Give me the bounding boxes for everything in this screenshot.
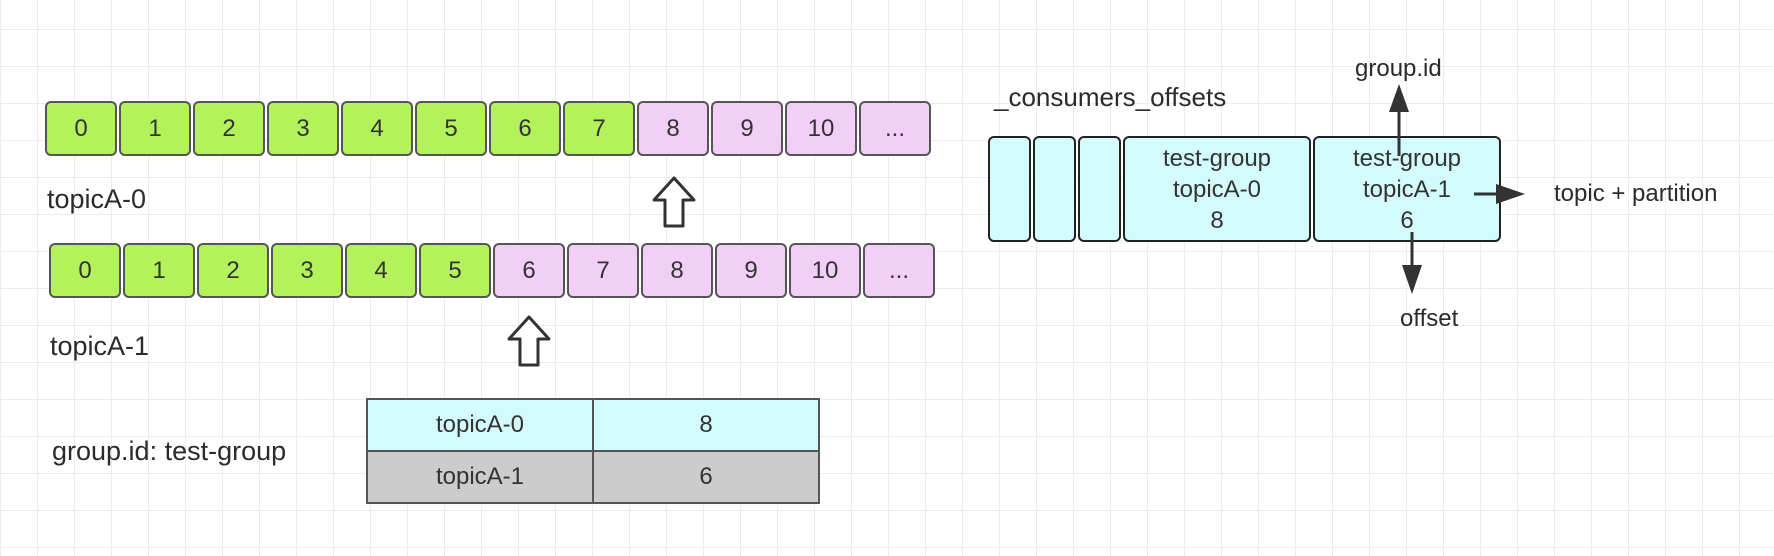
entry-offset: 8 bbox=[1210, 206, 1224, 234]
message-cell: 0 bbox=[49, 243, 121, 298]
offsets-entry: test-group topicA-1 6 bbox=[1313, 136, 1501, 242]
consumer-position-arrow-icon bbox=[507, 315, 551, 367]
table-cell-offset: 8 bbox=[592, 398, 820, 452]
message-cell: 4 bbox=[345, 243, 417, 298]
message-cell: 2 bbox=[197, 243, 269, 298]
table-cell-offset: 6 bbox=[592, 450, 820, 504]
consumers-offsets-title: _consumers_offsets bbox=[994, 82, 1227, 112]
table-cell-partition: topicA-1 bbox=[366, 450, 594, 504]
partition-row-topicA-0: 0 1 2 3 4 5 6 7 8 9 10 ... bbox=[45, 101, 931, 156]
entry-partition: topicA-0 bbox=[1172, 175, 1262, 203]
entry-partition: topicA-1 bbox=[1362, 175, 1452, 203]
group-id-annotation: group.id bbox=[1355, 55, 1442, 82]
message-cell: 3 bbox=[267, 101, 339, 156]
partition-label-topicA-1: topicA-1 bbox=[50, 331, 150, 361]
message-cell: 1 bbox=[123, 243, 195, 298]
message-cell: 9 bbox=[715, 243, 787, 298]
offsets-slot-empty bbox=[1033, 136, 1076, 242]
entry-group: test-group bbox=[1352, 144, 1462, 172]
message-cell: 1 bbox=[119, 101, 191, 156]
message-cell: ... bbox=[859, 101, 931, 156]
offsets-slot-empty bbox=[1078, 136, 1121, 242]
entry-group: test-group bbox=[1162, 144, 1272, 172]
message-cell: 6 bbox=[493, 243, 565, 298]
entry-offset: 6 bbox=[1400, 206, 1414, 234]
offsets-entry: test-group topicA-0 8 bbox=[1123, 136, 1311, 242]
message-cell: 7 bbox=[567, 243, 639, 298]
arrow-up-icon bbox=[1389, 84, 1409, 112]
message-cell: 5 bbox=[419, 243, 491, 298]
offsets-slot-empty bbox=[988, 136, 1031, 242]
partition-label-topicA-0: topicA-0 bbox=[47, 184, 147, 214]
message-cell: 8 bbox=[641, 243, 713, 298]
topic-partition-annotation: topic + partition bbox=[1554, 180, 1718, 207]
message-cell: 10 bbox=[789, 243, 861, 298]
message-cell: 3 bbox=[271, 243, 343, 298]
message-cell: 4 bbox=[341, 101, 413, 156]
offset-annotation: offset bbox=[1400, 305, 1459, 332]
table-row: topicA-0 8 bbox=[366, 398, 820, 452]
message-cell: 8 bbox=[637, 101, 709, 156]
consumers-offsets-log: test-group topicA-0 8 test-group topicA-… bbox=[988, 136, 1501, 242]
message-cell: 5 bbox=[415, 101, 487, 156]
message-cell: 9 bbox=[711, 101, 783, 156]
message-cell: 6 bbox=[489, 101, 561, 156]
message-cell: 0 bbox=[45, 101, 117, 156]
arrow-down-icon bbox=[1402, 265, 1422, 294]
message-cell: 7 bbox=[563, 101, 635, 156]
arrow-right-icon bbox=[1496, 184, 1525, 204]
group-offsets-table: topicA-0 8 topicA-1 6 bbox=[366, 398, 820, 504]
consumer-position-arrow-icon bbox=[652, 176, 696, 228]
partition-row-topicA-1: 0 1 2 3 4 5 6 7 8 9 10 ... bbox=[49, 243, 935, 298]
message-cell: 2 bbox=[193, 101, 265, 156]
message-cell: ... bbox=[863, 243, 935, 298]
group-id-label: group.id: test-group bbox=[52, 436, 287, 466]
table-row: topicA-1 6 bbox=[366, 450, 820, 504]
table-cell-partition: topicA-0 bbox=[366, 398, 594, 452]
message-cell: 10 bbox=[785, 101, 857, 156]
